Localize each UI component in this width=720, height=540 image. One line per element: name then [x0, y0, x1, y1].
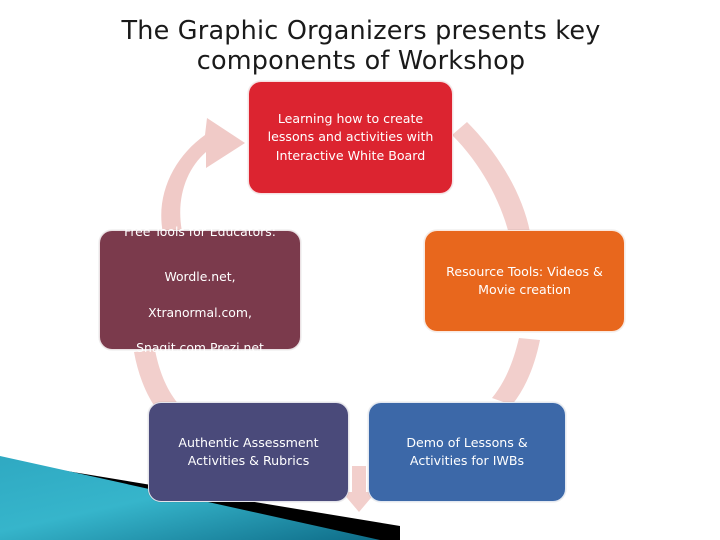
- cycle-node-demo-lessons[interactable]: Demo of Lessons & Activities for IWBs: [368, 402, 566, 502]
- free-tools-item-2: Xtranormal.com,: [148, 304, 252, 320]
- arrow-right-to-blue: [492, 338, 540, 405]
- cycle-node-learning-iwb[interactable]: Learning how to create lessons and activ…: [248, 81, 453, 194]
- cycle-node-learning-iwb-label: Learning how to create lessons and activ…: [267, 111, 434, 163]
- cycle-node-free-tools[interactable]: Free Tools for Educators: Wordle.net, Xt…: [99, 224, 301, 355]
- free-tools-item-1: Wordle.net,: [164, 268, 236, 284]
- cycle-node-demo-lessons-label: Demo of Lessons & Activities for IWBs: [406, 434, 528, 468]
- arrow-top-to-right: [452, 122, 530, 234]
- cycle-node-resource-tools[interactable]: Resource Tools: Videos & Movie creation: [424, 230, 625, 332]
- cycle-node-free-tools-content: Free Tools for Educators: Wordle.net, Xt…: [112, 205, 288, 376]
- free-tools-item-3: Snagit.com Prezi.net: [136, 340, 264, 356]
- page-title: The Graphic Organizers presents key comp…: [121, 16, 609, 77]
- cycle-node-authentic-assessment-label: Authentic Assessment Activities & Rubric…: [178, 434, 319, 468]
- free-tools-heading: Free Tools for Educators:: [124, 223, 276, 239]
- cycle-node-authentic-assessment[interactable]: Authentic Assessment Activities & Rubric…: [148, 402, 349, 502]
- cycle-node-resource-tools-label: Resource Tools: Videos & Movie creation: [446, 263, 603, 297]
